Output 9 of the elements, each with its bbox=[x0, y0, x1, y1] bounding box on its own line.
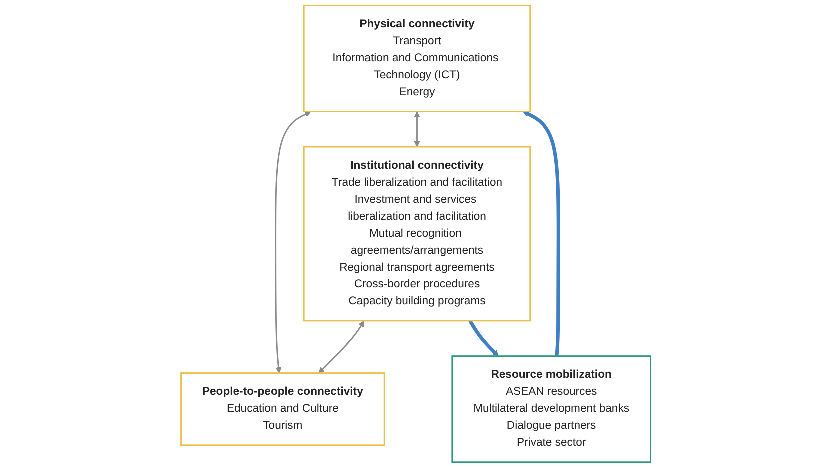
node-box: People-to-people connectivity Education and Culture Tourism bbox=[180, 372, 386, 446]
arrow bbox=[468, 320, 499, 357]
arrow bbox=[318, 320, 364, 374]
arrow bbox=[523, 111, 560, 356]
node-box: Institutional connectivity Trade liberalization and facilitation Investment and services liberalization and facilitation Mutual recognition agreements/arrangements Regional transport agreements Cross-border procedures Capacity building programs bbox=[303, 146, 532, 322]
arrow bbox=[414, 112, 420, 148]
node-box: Physical connectivity Transport Information and Communications Technology (ICT) Energy bbox=[303, 4, 532, 112]
node-box: Resource mobilization ASEAN resources Multilateral development banks Dialogue partners Private sector bbox=[452, 356, 652, 464]
arrow bbox=[275, 112, 312, 374]
